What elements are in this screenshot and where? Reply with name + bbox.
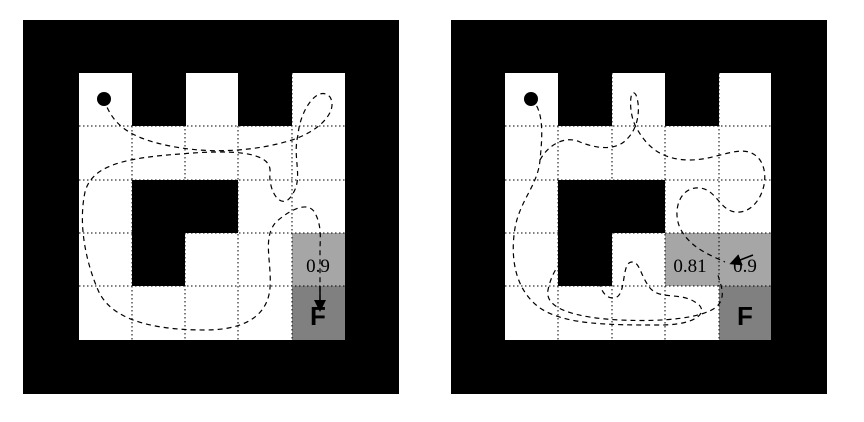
- wall-block: [558, 233, 612, 286]
- agent-trajectory: [512, 92, 766, 326]
- wall-block: [132, 233, 185, 286]
- wall-block: [238, 73, 292, 126]
- goal-label: F: [310, 301, 326, 331]
- value-cell: [665, 233, 719, 286]
- value-cell: [292, 233, 345, 286]
- goal-cell: [292, 286, 345, 340]
- right-maze-panel: 0.81 0.9 F: [451, 20, 827, 394]
- grid-lines: [79, 73, 345, 340]
- agent-trajectory: [81, 93, 333, 331]
- value-label: 0.9: [733, 256, 757, 277]
- goal-label: F: [737, 301, 753, 331]
- goal-cell: [719, 286, 771, 340]
- policy-arrow: [729, 254, 754, 266]
- value-label: 0.9: [306, 256, 330, 277]
- value-label: 0.81: [673, 256, 706, 277]
- value-cell: [719, 233, 771, 286]
- wall-block: [665, 73, 719, 126]
- wall-block: [558, 73, 612, 126]
- wall-block: [132, 73, 186, 126]
- grid-lines: [505, 73, 771, 340]
- left-maze-panel: 0.9 F: [23, 20, 399, 394]
